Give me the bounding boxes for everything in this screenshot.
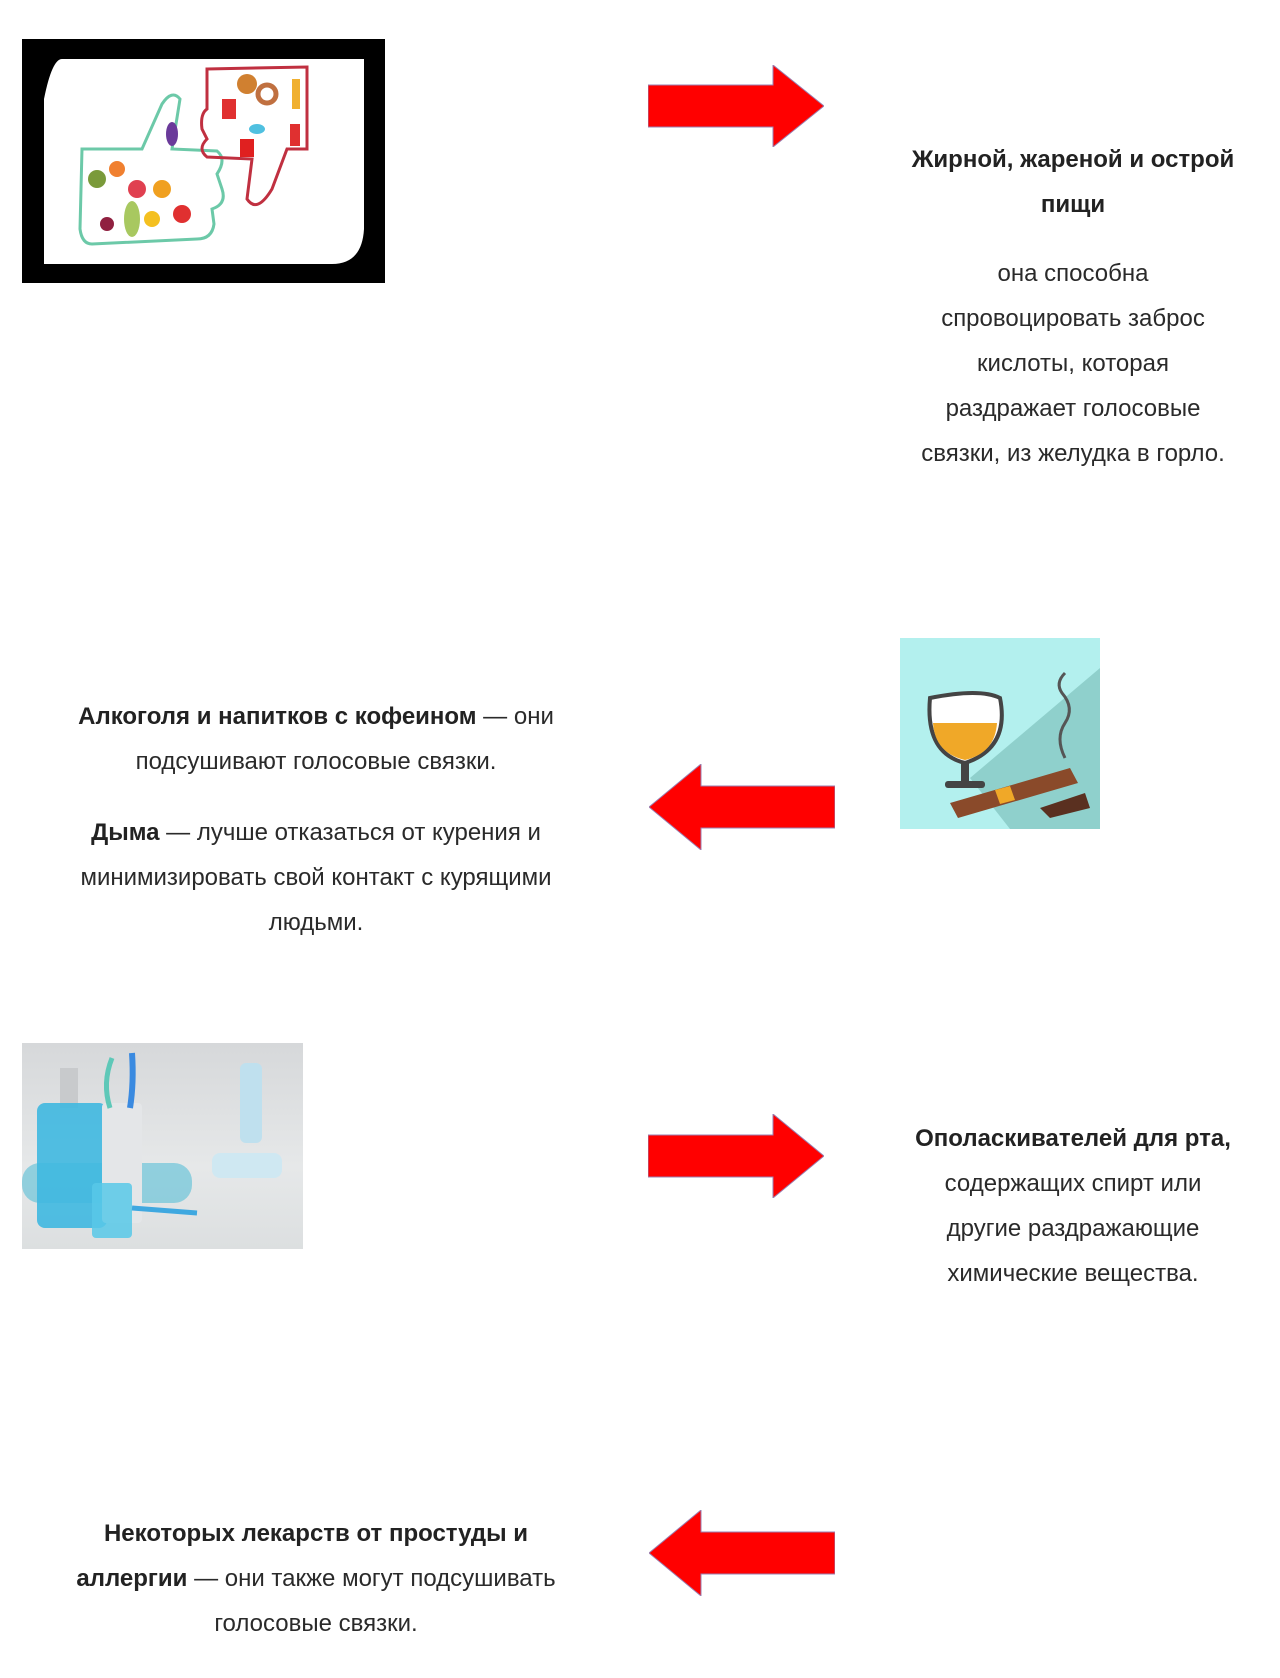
mouthwash-paragraph: Ополаскивателей для рта, содержащих спир…	[905, 1116, 1241, 1296]
thumbs-up-down-food-icon	[44, 59, 364, 264]
smoke-paragraph: Дыма — лучше отказаться от курения и мин…	[30, 810, 602, 945]
section-1-text: Жирной, жареной и острой пищи она способ…	[905, 137, 1241, 476]
smoke-rest: — лучше отказаться от курения и минимизи…	[80, 819, 552, 936]
alcohol-rest: — они подсушивают голосовые связки.	[135, 703, 554, 775]
brandy-cigar-illustration	[900, 638, 1100, 829]
arrow-left-2	[649, 764, 835, 850]
alcohol-paragraph: Алкоголя и напитков с кофеином — они под…	[30, 694, 602, 784]
section-2-text: Алкоголя и напитков с кофеином — они под…	[30, 694, 602, 945]
red-arrow-right-icon	[648, 65, 824, 147]
medicine-bold: Некоторых лекарств от простуды и аллерги…	[76, 1520, 529, 1592]
mouthwash-rest: содержащих спирт или другие раздражающие…	[944, 1170, 1202, 1287]
section-1-body: она способна спровоцировать заброс кисло…	[921, 260, 1225, 467]
medicine-rest: — они также могут подсушивать голосовые …	[187, 1565, 556, 1637]
red-arrow-left-icon	[649, 1510, 835, 1596]
smoke-bold: Дыма	[91, 819, 160, 846]
red-arrow-left-icon	[649, 764, 835, 850]
arrow-right-3	[648, 1114, 824, 1198]
mouthwash-photo	[22, 1043, 303, 1249]
arrow-left-4	[649, 1510, 835, 1596]
arrow-right-1	[648, 65, 824, 147]
red-arrow-right-icon	[648, 1114, 824, 1198]
medicine-paragraph: Некоторых лекарств от простуды и аллерги…	[26, 1511, 606, 1646]
section-1-heading: Жирной, жареной и острой пищи	[905, 137, 1241, 227]
mouthwash-bold: Ополаскивателей для рта,	[915, 1125, 1231, 1152]
alcohol-bold: Алкоголя и напитков с кофеином	[78, 703, 477, 730]
brandy-glass-cigar-icon	[927, 668, 1100, 829]
heading-text: Жирной, жареной и острой пищи	[911, 146, 1235, 218]
section-3-text: Ополаскивателей для рта, содержащих спир…	[905, 1116, 1241, 1296]
mouthwash-toothbrush-icon	[22, 1052, 282, 1238]
section-4-text: Некоторых лекарств от простуды и аллерги…	[26, 1511, 606, 1646]
food-illustration	[22, 39, 385, 283]
